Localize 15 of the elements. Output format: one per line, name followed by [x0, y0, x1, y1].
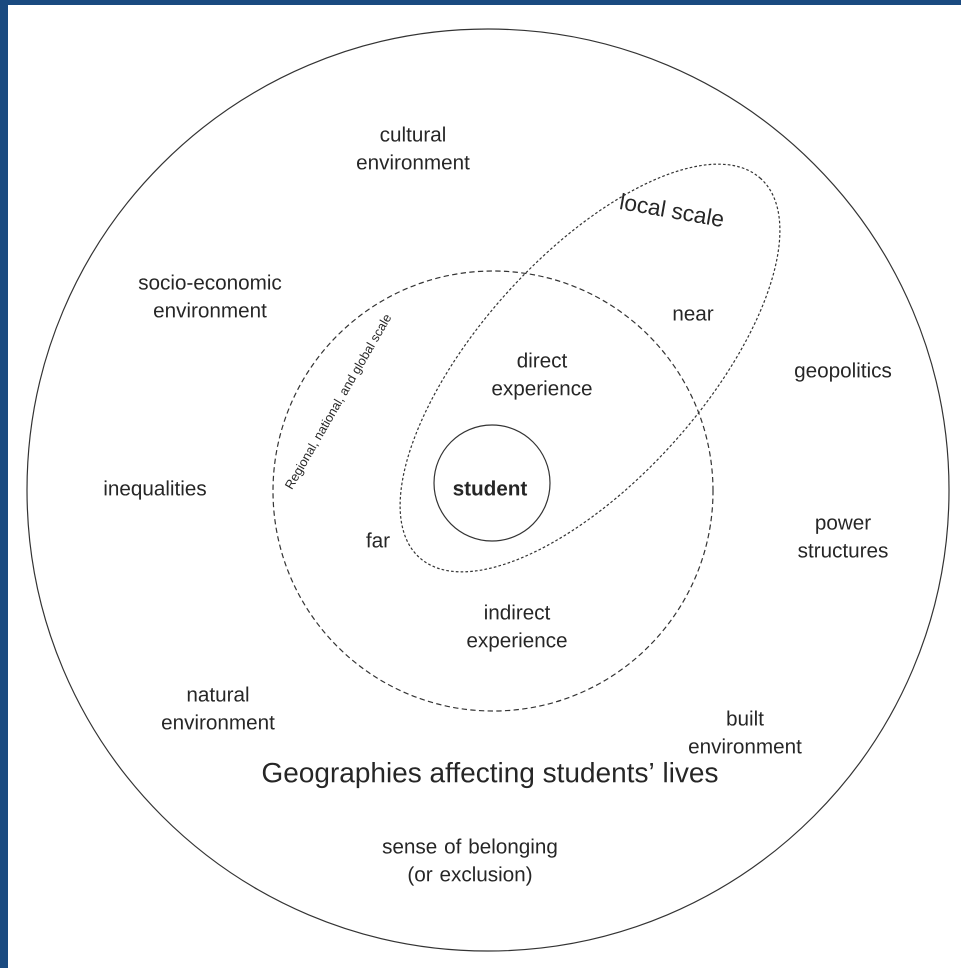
curved-heading: Geographies affecting students’ lives [262, 762, 718, 788]
center-label: student [453, 480, 528, 496]
theme-label: geopolitics [795, 362, 892, 382]
region-label: near [674, 309, 714, 321]
region-label: direct experience [492, 352, 592, 400]
region-label: far [366, 532, 390, 548]
theme-label: cultural environment [357, 126, 470, 170]
theme-label: natural environment [162, 686, 275, 730]
theme-label: built environment [689, 710, 802, 754]
theme-label: inequalities [104, 480, 206, 500]
theme-label: socio-economic environment [138, 274, 282, 318]
theme-label: sense of belonging (or exclusion) [382, 838, 557, 886]
scale-label: local scale [620, 192, 723, 226]
region-label: indirect experience [467, 604, 567, 652]
theme-label: power structures [798, 518, 888, 558]
